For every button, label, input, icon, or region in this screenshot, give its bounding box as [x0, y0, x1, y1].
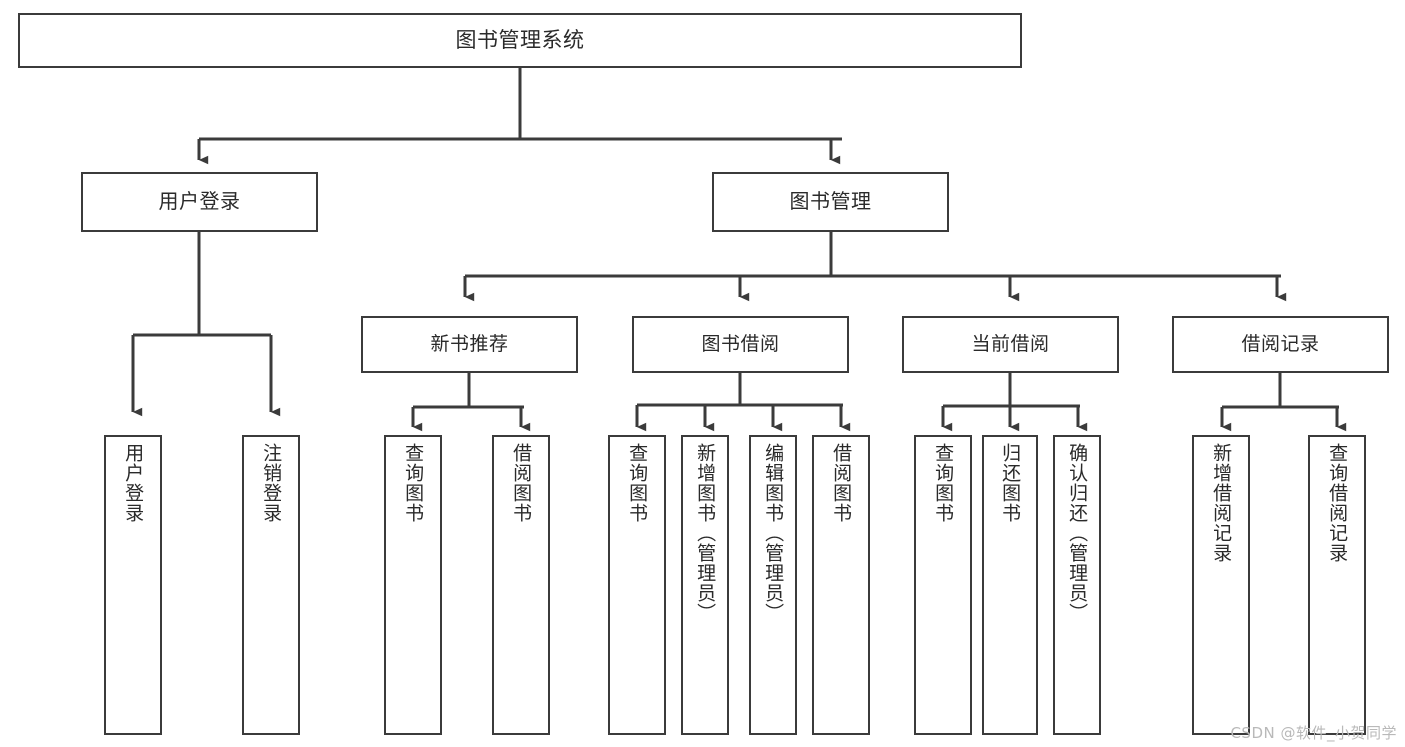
node-label: 图书管理 — [789, 189, 872, 214]
node-label: 当前借阅 — [971, 333, 1050, 356]
node-label: 图书管理系统 — [455, 28, 585, 53]
leaf-borrow-borrow-book[interactable]: 借阅图书 — [812, 435, 870, 735]
leaf-recommend-borrow-book[interactable]: 借阅图书 — [492, 435, 550, 735]
leaf-current-confirm-return-admin[interactable]: 确认归还（管理员） — [1053, 435, 1101, 735]
node-root-system[interactable]: 图书管理系统 — [18, 13, 1022, 68]
leaf-record-query-record[interactable]: 查询借阅记录 — [1308, 435, 1366, 735]
leaf-borrow-edit-book-admin[interactable]: 编辑图书（管理员） — [749, 435, 797, 735]
node-label: 借阅记录 — [1241, 333, 1320, 356]
node-label: 图书借阅 — [701, 333, 780, 356]
leaf-current-return-book[interactable]: 归还图书 — [982, 435, 1038, 735]
node-label: 借阅图书 — [510, 443, 533, 523]
node-label: 新书推荐 — [430, 333, 509, 356]
node-book-borrow[interactable]: 图书借阅 — [632, 316, 849, 373]
leaf-current-query-book[interactable]: 查询图书 — [914, 435, 972, 735]
node-label: 确认归还（管理员） — [1066, 443, 1089, 623]
leaf-borrow-add-book-admin[interactable]: 新增图书（管理员） — [681, 435, 729, 735]
node-label: 新增借阅记录 — [1210, 443, 1233, 563]
node-label: 查询图书 — [402, 443, 425, 523]
leaf-user-login[interactable]: 用户登录 — [104, 435, 162, 735]
node-user-login[interactable]: 用户登录 — [81, 172, 318, 232]
node-label: 查询借阅记录 — [1326, 443, 1349, 563]
node-new-book-recommend[interactable]: 新书推荐 — [361, 316, 578, 373]
node-label: 借阅图书 — [830, 443, 853, 523]
node-book-management[interactable]: 图书管理 — [712, 172, 949, 232]
node-label: 查询图书 — [626, 443, 649, 523]
node-borrow-record[interactable]: 借阅记录 — [1172, 316, 1389, 373]
node-label: 新增图书（管理员） — [694, 443, 717, 623]
node-label: 用户登录 — [122, 443, 145, 523]
node-label: 编辑图书（管理员） — [762, 443, 785, 623]
node-label: 用户登录 — [158, 189, 241, 214]
node-current-borrow[interactable]: 当前借阅 — [902, 316, 1119, 373]
node-label: 注销登录 — [260, 443, 283, 523]
leaf-record-add-record[interactable]: 新增借阅记录 — [1192, 435, 1250, 735]
leaf-borrow-query-book[interactable]: 查询图书 — [608, 435, 666, 735]
node-label: 归还图书 — [999, 443, 1022, 523]
leaf-recommend-query-book[interactable]: 查询图书 — [384, 435, 442, 735]
node-label: 查询图书 — [932, 443, 955, 523]
leaf-user-logout[interactable]: 注销登录 — [242, 435, 300, 735]
